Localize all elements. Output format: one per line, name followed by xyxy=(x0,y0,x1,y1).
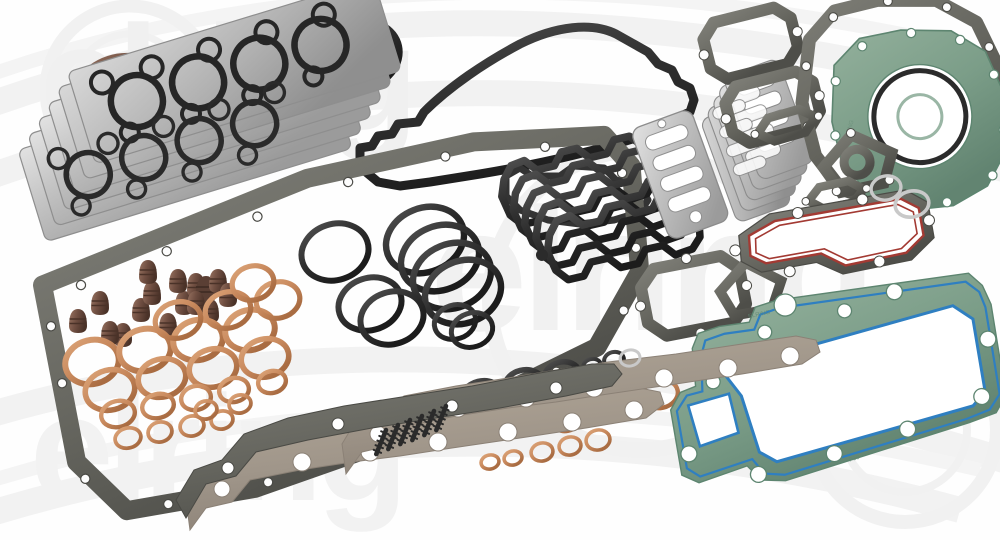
water-pump-gasket-red-bead xyxy=(729,189,936,278)
flange-gasket-oval-a xyxy=(750,104,823,146)
copper-sealing-washer-group xyxy=(62,263,681,471)
ptfe-backup-ring-group xyxy=(618,174,931,368)
cylinder-head-gasket-stack xyxy=(19,0,401,241)
oil-cooler-gasket-blue-bead: ELRING P10 xyxy=(669,272,1000,484)
svg-text:ELRING: ELRING xyxy=(748,310,771,321)
timing-cover-gasket: ELRING xyxy=(830,27,1000,212)
cover-rail-gasket-a xyxy=(185,387,665,532)
cover-strip-gasket-dark xyxy=(175,363,623,520)
exhaust-manifold-gasket-metal-a xyxy=(632,110,729,239)
svg-text:P10: P10 xyxy=(848,455,861,464)
side-cover-gasket-c xyxy=(635,249,753,342)
side-cover-gasket-a xyxy=(697,1,804,85)
valve-spring-retainer-clip-group xyxy=(372,403,450,457)
